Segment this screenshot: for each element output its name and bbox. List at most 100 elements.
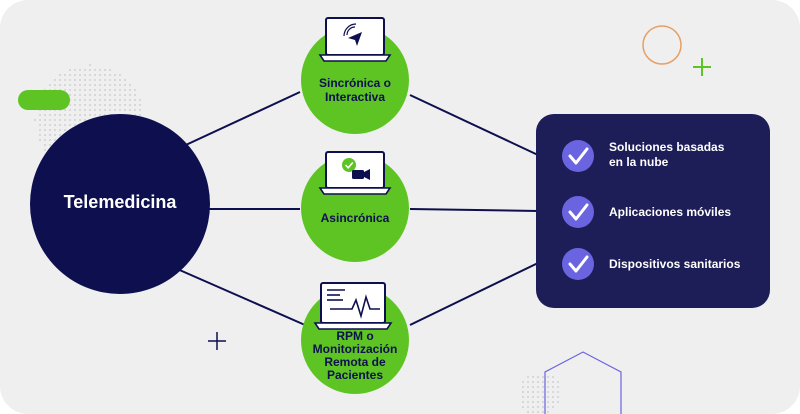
pattern-dot	[542, 401, 544, 403]
pattern-dot	[104, 89, 106, 91]
pattern-dot	[64, 124, 66, 126]
orange-ring-decoration	[642, 25, 682, 65]
laptop-video-icon	[318, 151, 392, 195]
pattern-dot	[64, 114, 66, 116]
pattern-dot	[84, 84, 86, 86]
pattern-dot	[129, 94, 131, 96]
pattern-dot	[129, 99, 131, 101]
pattern-dot	[547, 401, 549, 403]
pattern-dot	[557, 391, 559, 393]
pattern-dot	[542, 386, 544, 388]
pattern-dot	[89, 79, 91, 81]
pattern-dot	[532, 376, 534, 378]
pattern-dot	[124, 94, 126, 96]
pattern-dot	[109, 89, 111, 91]
pattern-dot	[119, 109, 121, 111]
pattern-dot	[114, 84, 116, 86]
pattern-dot	[522, 401, 524, 403]
modality-label-line: RPM o	[336, 329, 374, 343]
pattern-dot	[109, 69, 111, 71]
pattern-dot	[552, 386, 554, 388]
pattern-dot	[552, 401, 554, 403]
pattern-dot	[532, 386, 534, 388]
pattern-dot	[99, 109, 101, 111]
pattern-dot	[527, 381, 529, 383]
pattern-dot	[89, 64, 91, 66]
pattern-dot	[139, 114, 141, 116]
pattern-dot	[79, 99, 81, 101]
pattern-dot	[99, 99, 101, 101]
pattern-dot	[44, 124, 46, 126]
pattern-dot	[64, 129, 66, 131]
pattern-dot	[522, 396, 524, 398]
pattern-dot	[119, 74, 121, 76]
pattern-dot	[84, 109, 86, 111]
connector-top-panel	[409, 94, 539, 156]
pattern-dot	[119, 79, 121, 81]
pattern-dot	[74, 109, 76, 111]
pattern-dot	[74, 89, 76, 91]
pattern-dot	[74, 74, 76, 76]
pattern-dot	[74, 84, 76, 86]
pattern-dot	[94, 94, 96, 96]
pattern-dot	[542, 381, 544, 383]
pattern-dot	[94, 89, 96, 91]
pattern-dot	[79, 74, 81, 76]
pattern-dot	[59, 119, 61, 121]
pattern-dot	[552, 391, 554, 393]
pattern-dot	[69, 119, 71, 121]
pattern-dot	[129, 84, 131, 86]
pattern-dot	[537, 411, 539, 413]
pattern-dot	[79, 89, 81, 91]
pattern-dot	[99, 104, 101, 106]
pattern-dot	[69, 124, 71, 126]
pattern-dot	[69, 114, 71, 116]
pattern-dot	[89, 74, 91, 76]
pattern-dot	[527, 406, 529, 408]
pattern-dot	[59, 129, 61, 131]
pattern-dot	[84, 74, 86, 76]
pattern-dot	[104, 84, 106, 86]
pattern-dot	[542, 411, 544, 413]
pattern-dot	[69, 109, 71, 111]
modality-label-line: Asincrónica	[320, 211, 390, 225]
pattern-dot	[79, 119, 81, 121]
modality-label-asincronica: Asincrónica	[300, 211, 410, 225]
pattern-dot	[537, 406, 539, 408]
solution-label-devices: Dispositivos sanitarios	[609, 257, 764, 272]
connector-bottom-panel	[409, 262, 539, 326]
pattern-dot	[39, 124, 41, 126]
pattern-dot	[89, 84, 91, 86]
solutions-panel	[536, 114, 770, 308]
laptop-location-icon	[318, 17, 392, 62]
pattern-dot	[74, 99, 76, 101]
pattern-dot	[79, 69, 81, 71]
pattern-dot	[532, 396, 534, 398]
pattern-dot	[39, 114, 41, 116]
pattern-dot	[49, 124, 51, 126]
pattern-dot	[74, 69, 76, 71]
pattern-dot	[109, 94, 111, 96]
pattern-dot	[34, 119, 36, 121]
pattern-dot	[79, 79, 81, 81]
pattern-dot	[89, 104, 91, 106]
solution-check-3	[562, 248, 594, 280]
pattern-dot	[119, 94, 121, 96]
pattern-dot	[522, 386, 524, 388]
pattern-dot	[542, 406, 544, 408]
pattern-dot	[49, 144, 51, 146]
pattern-dot	[557, 386, 559, 388]
pattern-dot	[104, 109, 106, 111]
pattern-dot	[79, 104, 81, 106]
pattern-dot	[104, 69, 106, 71]
modality-label-line: Interactiva	[324, 90, 386, 104]
pattern-dot	[104, 94, 106, 96]
pattern-dot	[94, 114, 96, 116]
pattern-dot	[552, 406, 554, 408]
pattern-dot	[99, 114, 101, 116]
modality-node-sincronica	[301, 17, 409, 134]
solution-label-line: Dispositivos sanitarios	[609, 257, 741, 271]
pattern-dot	[64, 74, 66, 76]
solution-check-2	[562, 196, 594, 228]
